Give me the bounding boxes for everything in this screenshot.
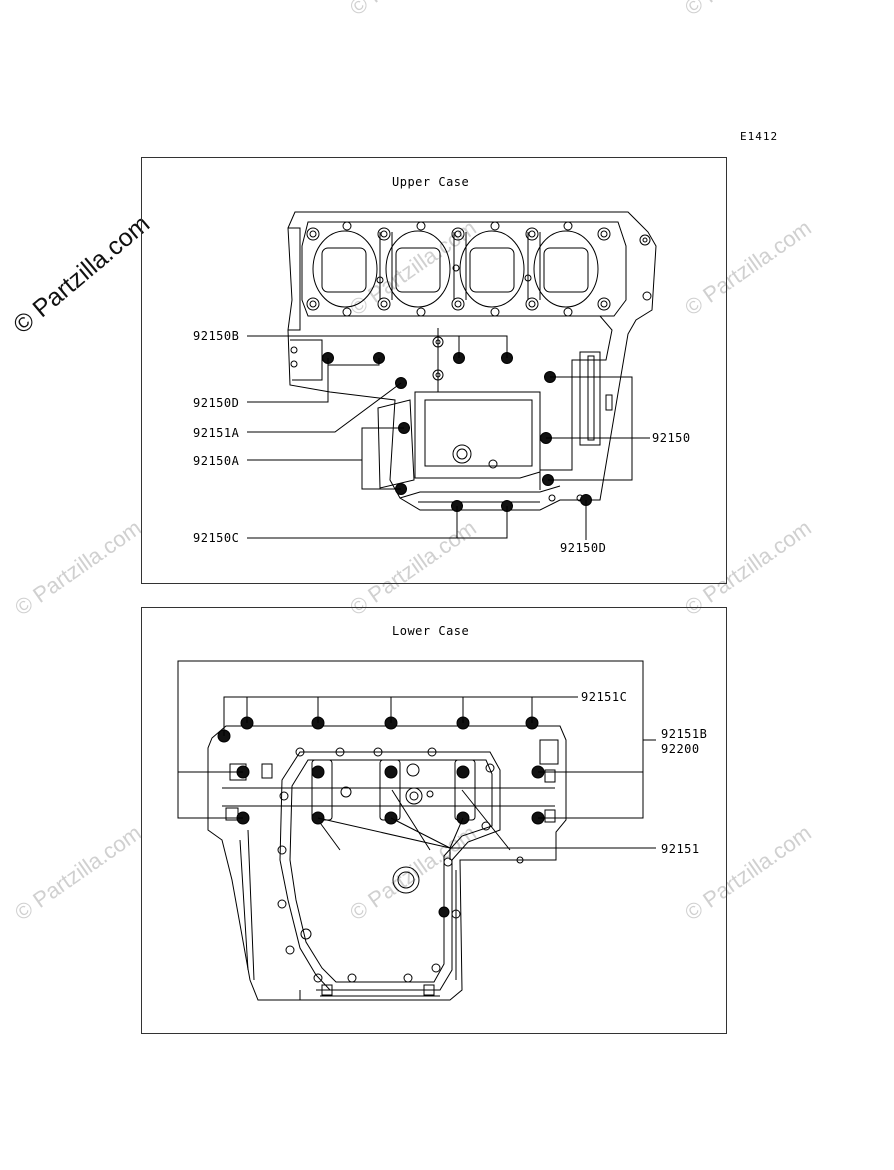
part-label: 92151A xyxy=(193,426,240,440)
diagram-code: E1412 xyxy=(740,130,779,143)
part-label: 92200 xyxy=(661,742,700,756)
part-label: 92150C xyxy=(193,531,240,545)
part-label: 92151 xyxy=(661,842,700,856)
part-label: 92150 xyxy=(652,431,691,445)
lower-bolts xyxy=(217,716,545,918)
upper-case-panel xyxy=(141,157,727,584)
upper-crankcase-drawing xyxy=(287,211,657,511)
lower-case-panel xyxy=(141,607,727,1034)
part-label: 92150A xyxy=(193,454,240,468)
lower-crankcase-drawing xyxy=(207,725,567,1001)
upper-bolts xyxy=(322,352,592,512)
part-label: 92150D xyxy=(193,396,240,410)
lower-case-title: Lower Case xyxy=(392,624,470,638)
lower-leader-lines xyxy=(177,660,656,860)
upper-case-title: Upper Case xyxy=(392,175,470,189)
stud-bosses xyxy=(306,221,611,317)
part-label: 92150D xyxy=(560,541,607,555)
part-label: 92151B xyxy=(661,727,708,741)
case-bosses xyxy=(277,747,524,983)
upper-leader-lines xyxy=(247,335,650,540)
part-label: 92151C xyxy=(581,690,628,704)
part-label: 92150B xyxy=(193,329,240,343)
